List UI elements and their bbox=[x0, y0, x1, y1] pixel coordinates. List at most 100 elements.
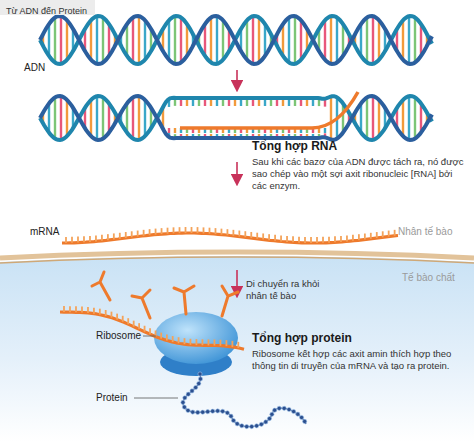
amino-acid-bead bbox=[303, 419, 307, 423]
stroke bbox=[96, 96, 98, 140]
stroke bbox=[328, 237, 330, 243]
stroke bbox=[167, 228, 169, 234]
title-bar: Từ ADN đến Protein bbox=[0, 0, 95, 15]
stroke bbox=[408, 96, 410, 140]
stroke bbox=[258, 18, 260, 63]
amino-acid-bead bbox=[198, 377, 202, 381]
stroke bbox=[215, 228, 217, 234]
stroke bbox=[66, 20, 68, 60]
stroke bbox=[372, 96, 374, 140]
stroke bbox=[174, 16, 176, 64]
stroke bbox=[144, 100, 146, 136]
stroke bbox=[184, 338, 186, 344]
stroke bbox=[210, 18, 212, 63]
stroke bbox=[143, 230, 145, 236]
stroke bbox=[238, 231, 240, 237]
stroke bbox=[54, 97, 56, 138]
stroke bbox=[382, 231, 384, 237]
stroke bbox=[310, 237, 312, 243]
amino-acid-bead bbox=[267, 417, 271, 421]
stroke bbox=[132, 97, 134, 138]
stroke bbox=[370, 233, 372, 239]
amino-acid-bead bbox=[299, 415, 303, 419]
stroke bbox=[358, 234, 360, 240]
stroke bbox=[138, 16, 140, 64]
stroke bbox=[133, 321, 135, 327]
stroke bbox=[252, 16, 254, 64]
flow-arrow bbox=[236, 270, 238, 292]
stroke bbox=[336, 18, 338, 63]
amino-acid-bead bbox=[181, 400, 185, 404]
stroke bbox=[149, 328, 151, 334]
stroke bbox=[60, 96, 62, 140]
stroke bbox=[125, 232, 127, 238]
stroke bbox=[90, 20, 92, 60]
stroke bbox=[274, 235, 276, 241]
stroke bbox=[304, 237, 306, 243]
stroke bbox=[414, 18, 416, 63]
stroke bbox=[40, 16, 432, 64]
amino-acid-bead bbox=[245, 425, 249, 429]
stroke bbox=[173, 227, 175, 233]
stroke bbox=[208, 339, 210, 345]
stroke bbox=[298, 237, 300, 243]
flow-arrow bbox=[236, 162, 238, 180]
amino-acid-bead bbox=[240, 424, 244, 428]
amino-acid-bead bbox=[211, 409, 215, 413]
stroke bbox=[402, 100, 404, 136]
amino-acid-bead bbox=[183, 396, 187, 400]
amino-acid-bead bbox=[270, 412, 274, 416]
stroke bbox=[87, 307, 89, 313]
stroke bbox=[196, 339, 198, 345]
stroke bbox=[324, 20, 326, 60]
stroke bbox=[180, 18, 182, 63]
region-label: Nhân tế bào bbox=[398, 226, 453, 238]
stroke bbox=[83, 236, 85, 242]
amino-acid-bead bbox=[197, 381, 201, 385]
amino-acid-bead bbox=[201, 410, 205, 414]
stroke bbox=[376, 232, 378, 238]
stroke bbox=[414, 97, 416, 138]
stroke bbox=[96, 16, 98, 64]
stroke bbox=[286, 236, 288, 242]
stroke bbox=[231, 341, 233, 347]
amino-acid-bead bbox=[225, 411, 229, 415]
stroke bbox=[101, 235, 103, 241]
dna-transcription bbox=[40, 92, 432, 140]
stroke bbox=[138, 323, 140, 329]
stroke bbox=[160, 333, 162, 339]
stroke bbox=[178, 337, 180, 343]
stroke bbox=[95, 235, 97, 241]
stroke bbox=[388, 231, 390, 237]
step-heading: Tổng hợp RNA bbox=[252, 139, 464, 153]
amino-acid-bead bbox=[229, 414, 233, 418]
stroke bbox=[197, 227, 199, 233]
stroke bbox=[93, 308, 95, 314]
stroke bbox=[102, 97, 104, 138]
stroke bbox=[89, 236, 91, 242]
stroke bbox=[366, 97, 368, 138]
dna-helix bbox=[40, 16, 432, 64]
amino-acid-bead bbox=[235, 422, 239, 426]
stroke bbox=[202, 339, 204, 345]
stroke bbox=[60, 16, 62, 64]
stroke bbox=[77, 237, 79, 243]
stroke bbox=[324, 128, 326, 133]
stroke bbox=[246, 20, 248, 60]
stroke bbox=[155, 229, 157, 235]
stroke bbox=[107, 234, 109, 240]
amino-acid-bead bbox=[196, 410, 200, 414]
stroke bbox=[394, 230, 396, 236]
stroke bbox=[352, 235, 354, 241]
stroke bbox=[75, 306, 77, 312]
amino-acid-bead bbox=[277, 406, 281, 410]
protein-chain bbox=[181, 372, 307, 429]
stroke bbox=[408, 16, 410, 64]
stroke bbox=[60, 312, 244, 349]
step-description: Ribosome kết hợp các axit amin thích hợp… bbox=[252, 348, 466, 372]
stroke bbox=[138, 96, 140, 140]
stroke bbox=[222, 20, 224, 60]
stroke bbox=[149, 229, 151, 235]
stroke bbox=[40, 16, 432, 64]
stroke bbox=[262, 233, 264, 239]
